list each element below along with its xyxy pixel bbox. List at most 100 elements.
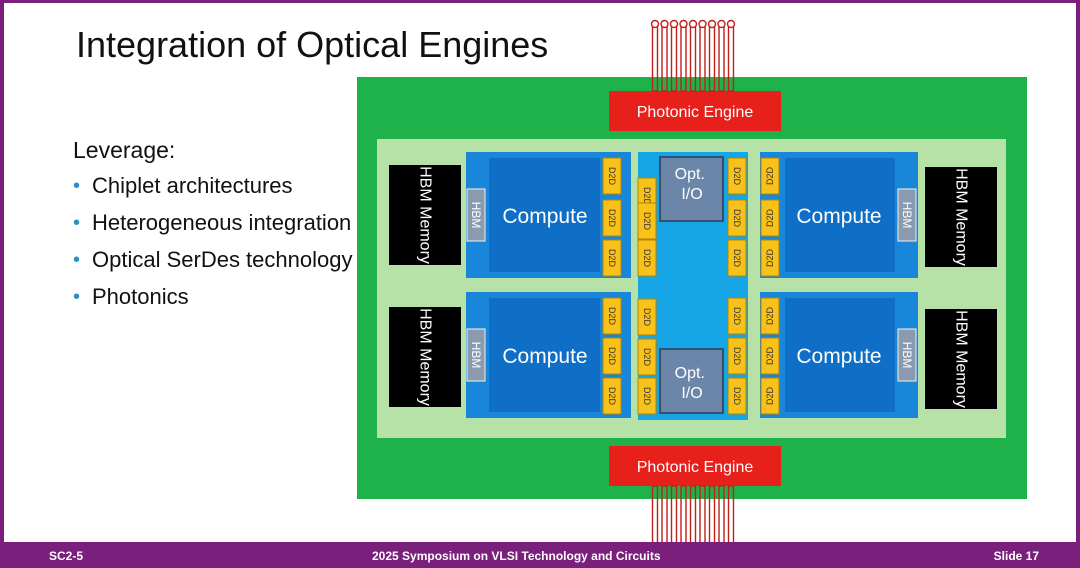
fiber-end [717,19,726,29]
d2d-label: D2D [607,347,617,366]
d2d-label: D2D [765,387,775,406]
d2d-block: D2D [760,297,780,335]
optical-io-top: Opt. I/O [659,156,724,222]
d2d-block: D2D [727,297,747,335]
svg-text:HBM Memory: HBM Memory [953,168,970,266]
opt-io-label: Opt. I/O [675,166,710,203]
bullet-text: Optical SerDes technology [92,247,353,272]
hbm-phy: HBM [897,188,917,242]
d2d-block: D2D [760,377,780,415]
fiber-end [688,19,698,29]
footer-session: SC2-5 [49,549,84,563]
d2d-block: D2D [727,157,747,195]
d2d-block: D2D [602,377,622,415]
compute-label: Compute [502,345,587,368]
d2d-label: D2D [732,387,742,406]
d2d-label: D2D [732,347,742,366]
compute-label: Compute [796,205,881,228]
fiber-end [660,19,669,29]
bullet-dot-icon: • [73,212,81,234]
svg-text:Photonic Engine: Photonic Engine [637,459,754,476]
d2d-label: D2D [642,387,652,406]
hbm-memory-stack: HBM Memory [389,165,461,265]
d2d-label: D2D [607,249,617,268]
bullet-text: Photonics [92,284,189,309]
bullet-dot-icon: • [73,175,81,197]
footer-conference: 2025 Symposium on VLSI Technology and Ci… [372,549,661,563]
d2d-block: D2D [727,199,747,237]
d2d-label: D2D [765,249,775,268]
svg-text:HBM: HBM [900,202,914,229]
d2d-label: D2D [642,187,652,206]
d2d-label: D2D [732,249,742,268]
svg-text:HBM Memory: HBM Memory [417,166,434,264]
slide-footer: SC2-5 2025 Symposium on VLSI Technology … [0,542,1080,568]
opt-io-label: Opt. I/O [675,365,710,402]
d2d-block: D2D [760,199,780,237]
svg-text:HBM Memory: HBM Memory [953,310,970,408]
fiber-end [707,19,717,29]
bullet-item: • Photonics [73,284,353,310]
bullet-text: Heterogeneous integration [92,210,352,235]
svg-text:HBM: HBM [469,202,483,229]
bullet-list: Leverage: • Chiplet architectures • Hetero… [73,137,353,321]
bullet-intro: Leverage: [73,137,176,163]
hbm-memory-stack: HBM Memory [925,309,997,409]
d2d-label: D2D [642,249,652,268]
d2d-label: D2D [607,209,617,228]
d2d-block: D2D [637,202,657,240]
d2d-label: D2D [607,167,617,186]
d2d-block: D2D [727,377,747,415]
d2d-label: D2D [607,307,617,326]
d2d-label: D2D [732,167,742,186]
hbm-phy: HBM [897,328,917,382]
slide-title: Integration of Optical Engines [76,24,549,65]
d2d-block: D2D [602,199,622,237]
d2d-label: D2D [642,348,652,367]
hbm-memory-stack: HBM Memory [925,167,997,267]
hbm-phy: HBM [466,328,486,382]
compute-tile-bottom-right: Compute [760,292,918,418]
hbm-phy: HBM [466,188,486,242]
d2d-label: D2D [732,307,742,326]
fiber-end [650,19,660,29]
svg-text:HBM Memory: HBM Memory [417,308,434,406]
d2d-label: D2D [732,209,742,228]
d2d-block: D2D [637,338,657,376]
d2d-label: D2D [765,167,775,186]
d2d-block: D2D [602,297,622,335]
footer-slide-number: Slide 17 [993,549,1039,563]
fiber-end [679,19,688,29]
fiber-end [669,19,679,29]
d2d-block: D2D [602,337,622,375]
d2d-block: D2D [637,298,657,336]
d2d-label: D2D [607,387,617,406]
svg-text:HBM: HBM [900,342,914,369]
d2d-block: D2D [760,157,780,195]
d2d-label: D2D [765,307,775,326]
d2d-block: D2D [637,239,657,277]
compute-tile-top-right: Compute [760,152,918,278]
photonic-engine-bottom: Photonic Engine [609,446,781,486]
hbm-memory-stack: HBM Memory [389,307,461,407]
fiber-end [726,19,736,29]
bullet-item: • Chiplet architectures [73,173,353,199]
d2d-label: D2D [642,308,652,327]
bullet-dot-icon: • [73,286,81,308]
compute-label: Compute [796,345,881,368]
fiber-end [698,19,707,29]
d2d-block: D2D [637,377,657,415]
d2d-label: D2D [765,209,775,228]
d2d-block: D2D [760,239,780,277]
bullet-item: • Optical SerDes technology [73,247,353,273]
d2d-block: D2D [602,239,622,277]
bullet-dot-icon: • [73,249,81,271]
d2d-label: D2D [765,347,775,366]
photonic-engine-top: Photonic Engine [609,91,781,131]
compute-label: Compute [502,205,587,228]
bullet-text: Chiplet architectures [92,173,293,198]
d2d-label: D2D [642,212,652,231]
optical-io-bottom: Opt. I/O [659,348,724,414]
